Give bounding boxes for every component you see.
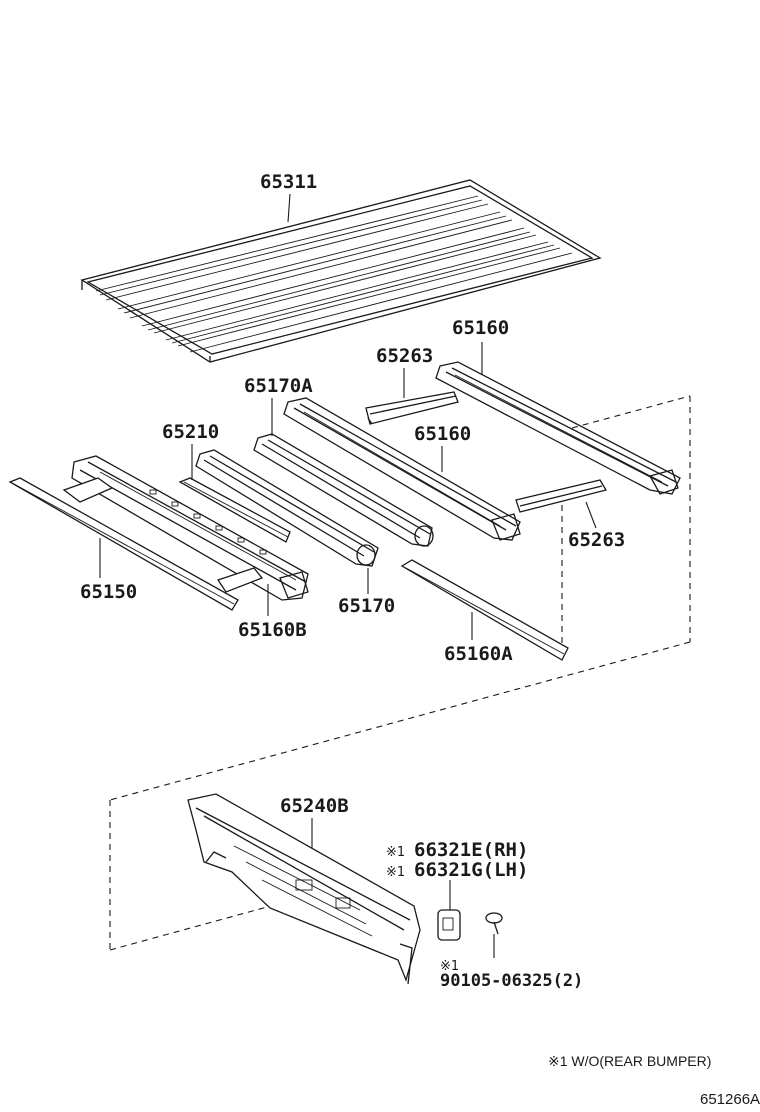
label-bracket-lh: 66321G(LH) — [414, 859, 528, 881]
part-labels: 65311 65160 65263 65170A 65160 65210 652… — [80, 171, 625, 991]
label-sill-65160a: 65160A — [444, 643, 513, 665]
reinforcement-lower-drawing — [515, 479, 608, 513]
label-sill-right: 65160 — [452, 317, 509, 339]
label-sill-center: 65160 — [414, 423, 471, 445]
leader-lines — [99, 193, 597, 958]
sill-right-drawing — [435, 361, 681, 495]
footnote: ※1 W/O(REAR BUMPER) — [548, 1053, 711, 1069]
label-sill-65160b: 65160B — [238, 619, 307, 641]
label-rear-panel: 65240B — [280, 795, 349, 817]
label-member-65150: 65150 — [80, 581, 137, 603]
label-floor-panel: 65311 — [260, 171, 317, 193]
label-reinforcement-upper: 65263 — [376, 345, 433, 367]
diagram-code: 651266A — [700, 1091, 760, 1108]
assembly-dashed-lines — [109, 395, 691, 951]
label-reinforcement-65210: 65210 — [162, 421, 219, 443]
sill-center-drawing — [283, 397, 521, 541]
bracket-drawing — [437, 909, 461, 941]
label-sill-65170: 65170 — [338, 595, 395, 617]
note-mark-lh: ※1 — [386, 865, 405, 880]
reinforcement-upper-drawing — [365, 391, 459, 425]
note-mark-bolt: ※1 — [440, 959, 459, 974]
label-bracket-rh: 66321E(RH) — [414, 839, 528, 861]
rear-panel-drawing — [187, 793, 421, 985]
sill-65160b-drawing — [62, 455, 309, 601]
label-bolt: 90105-06325(2) — [440, 971, 583, 991]
label-sill-65170a: 65170A — [244, 375, 313, 397]
sill-65170-drawing — [195, 449, 379, 567]
reinforcement-65210-drawing — [178, 477, 291, 543]
floor-panel-drawing — [80, 179, 602, 363]
label-reinforcement-lower: 65263 — [568, 529, 625, 551]
member-65150-drawing — [8, 477, 239, 611]
note-mark-rh: ※1 — [386, 845, 405, 860]
bolt-drawing — [485, 912, 503, 935]
sill-65160a-drawing — [400, 559, 569, 661]
